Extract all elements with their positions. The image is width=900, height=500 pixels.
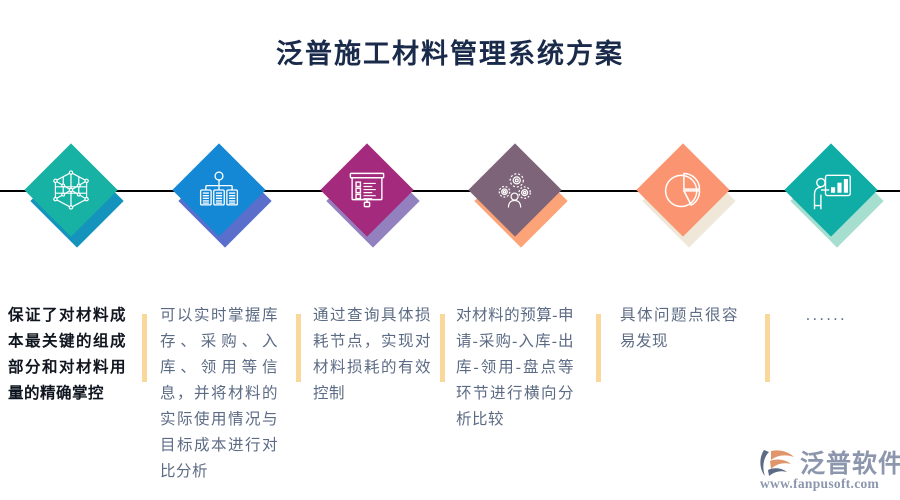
- node-1-diamond: [24, 143, 118, 237]
- node-2-diamond: [172, 143, 266, 237]
- timeline-node-6[interactable]: [766, 130, 896, 255]
- caption-text-2: 可以实时掌握库存、采购、入库、领用等信息，并将材料的实际使用情况与目标成本进行对…: [160, 307, 278, 480]
- timeline-node-2[interactable]: [154, 130, 284, 255]
- caption-text-4: 对材料的预算-申请-采购-入库-出库-领用-盘点等环节进行横向分析比较: [456, 307, 574, 428]
- caption-divider-5: [765, 314, 770, 382]
- caption-row: 保证了对材料成本最关键的组成部分和对材料用量的精确掌控 可以实时掌握库存、采购、…: [0, 303, 900, 488]
- caption-text-6: ......: [806, 307, 848, 324]
- node-4-diamond: [468, 143, 562, 237]
- caption-divider-2: [296, 314, 301, 382]
- timeline-node-3[interactable]: [302, 130, 432, 255]
- timeline-node-4[interactable]: [450, 130, 580, 255]
- caption-text-5: 具体问题点很容易发现: [620, 307, 738, 350]
- brand-url: www.fanpusoft.com: [760, 476, 880, 491]
- caption-divider-1: [142, 314, 147, 382]
- brand-name: 泛普软件: [800, 451, 900, 478]
- node-5-diamond: [636, 143, 730, 237]
- caption-divider-4: [596, 314, 601, 382]
- timeline-axis-line: [0, 190, 900, 192]
- node-3-diamond: [320, 143, 414, 237]
- timeline: [0, 130, 900, 255]
- timeline-node-5[interactable]: [618, 130, 748, 255]
- caption-text-1: 保证了对材料成本最关键的组成部分和对材料用量的精确掌控: [8, 307, 126, 402]
- fanpu-logo-icon: [758, 448, 798, 483]
- caption-text-3: 通过查询具体损耗节点，实现对材料损耗的有效控制: [313, 307, 431, 402]
- timeline-node-1[interactable]: [6, 130, 136, 255]
- node-6-diamond: [784, 143, 878, 237]
- brand-watermark: 泛普软件 www.fanpusoft.com: [758, 446, 900, 494]
- caption-divider-3: [440, 314, 445, 382]
- page-title: 泛普施工材料管理系统方案: [276, 39, 624, 69]
